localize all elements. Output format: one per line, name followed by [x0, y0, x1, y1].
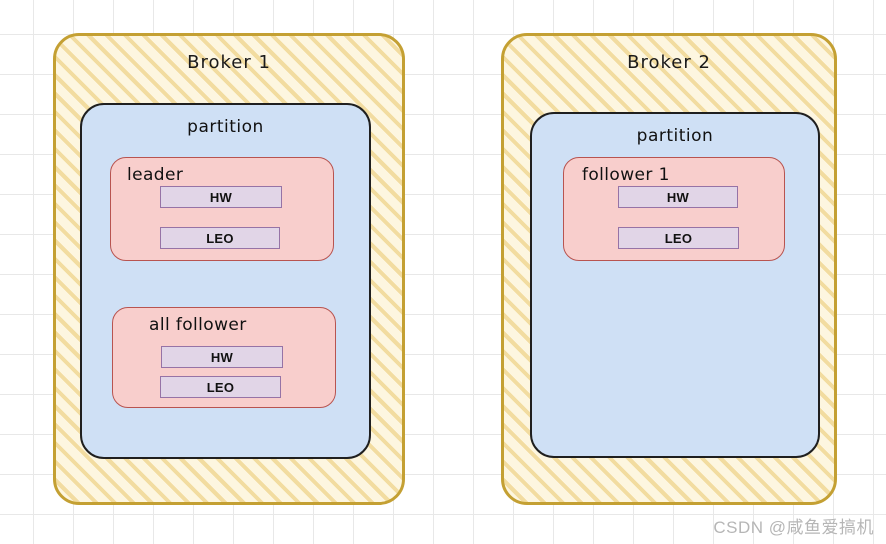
csdn-watermark: CSDN @咸鱼爱搞机	[713, 518, 874, 537]
replica-title-follower-1: follower 1	[582, 165, 670, 185]
offset-bar-leader-leo[interactable]: LEO	[160, 227, 280, 249]
partition-title-1: partition	[187, 117, 264, 137]
offset-bar-all-follower-hw[interactable]: HW	[161, 346, 283, 368]
broker-title-2: Broker 2	[627, 52, 711, 73]
offset-bar-follower-1-leo[interactable]: LEO	[618, 227, 739, 249]
replica-title-all-follower: all follower	[149, 315, 247, 335]
partition-title-2: partition	[636, 126, 714, 146]
broker-title-1: Broker 1	[187, 52, 271, 73]
offset-bar-all-follower-leo[interactable]: LEO	[160, 376, 281, 398]
offset-bar-follower-1-hw[interactable]: HW	[618, 186, 738, 208]
offset-bar-leader-hw[interactable]: HW	[160, 186, 282, 208]
replica-title-leader: leader	[127, 165, 184, 185]
